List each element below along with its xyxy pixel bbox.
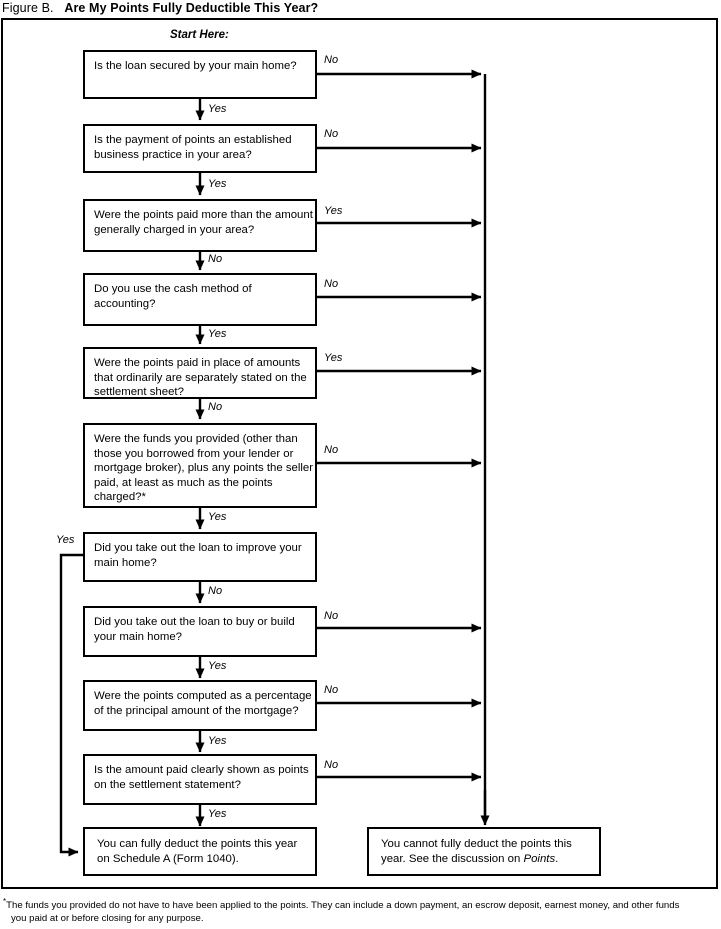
edge-label-q1-yes: Yes (208, 103, 227, 115)
decision-node-funds-provided[interactable]: Were the funds you provided (other than … (83, 423, 317, 508)
node-text: Is the payment of points an established … (94, 134, 292, 161)
figure-title: Figure B. Are My Points Fully Deductible… (2, 1, 318, 15)
footnote-marker: * (3, 897, 7, 906)
edge-label-q10-no: No (324, 759, 339, 771)
decision-node-cash-method[interactable]: Do you use the cash method of accounting… (83, 273, 317, 326)
edge-label-q7-yes: Yes (56, 534, 75, 546)
outcome-line-2: year. See the discussion on Points. (381, 852, 587, 867)
node-text: Were the points paid more than the amoun… (94, 209, 313, 236)
points-reference: Points (523, 852, 556, 865)
figure-label: Figure B. (2, 1, 54, 15)
edge-label-q10-yes: Yes (208, 808, 227, 820)
decision-node-computed-as-percentage[interactable]: Were the points computed as a percentage… (83, 680, 317, 731)
edge-label-q9-yes: Yes (208, 735, 227, 747)
edge-label-q4-yes: Yes (208, 328, 227, 340)
node-text: Did you take out the loan to improve you… (94, 542, 302, 569)
outcome-line-2-period: . (555, 852, 559, 865)
footnote: *The funds you provided do not have to h… (3, 896, 717, 925)
outcome-node-not-fully-deductible[interactable]: You cannot fully deduct the points this … (367, 827, 601, 876)
edge-label-q3-no: No (208, 253, 223, 265)
decision-node-improve-main-home[interactable]: Did you take out the loan to improve you… (83, 532, 317, 582)
edge-label-q9-no: No (324, 684, 339, 696)
edge-label-q6-yes: Yes (208, 511, 227, 523)
decision-node-buy-or-build-main-home[interactable]: Did you take out the loan to buy or buil… (83, 606, 317, 657)
figure-heading: Are My Points Fully Deductible This Year… (64, 1, 319, 15)
decision-node-amount-shown-as-points[interactable]: Is the amount paid clearly shown as poin… (83, 754, 317, 805)
edge-label-q7-no: No (208, 585, 223, 597)
edge-label-q5-no: No (208, 401, 223, 413)
node-text: Were the points paid in place of amounts… (94, 357, 307, 399)
edge-label-q5-yes: Yes (324, 352, 343, 364)
footnote-line-2: you paid at or before closing for any pu… (11, 912, 204, 924)
edge-label-q2-yes: Yes (208, 178, 227, 190)
outcome-line-1: You can fully deduct the points this yea… (97, 837, 298, 850)
footnote-line-1: The funds you provided do not have to ha… (6, 900, 680, 912)
edge-label-q6-no: No (324, 444, 339, 456)
node-text: Is the amount paid clearly shown as poin… (94, 764, 309, 791)
outcome-line-1: You cannot fully deduct the points this (381, 837, 572, 850)
outcome-line-2-text: year. See the discussion on (381, 852, 524, 865)
decision-node-points-in-place-of-amounts[interactable]: Were the points paid in place of amounts… (83, 347, 317, 399)
decision-node-established-practice[interactable]: Is the payment of points an established … (83, 124, 317, 173)
start-here-label: Start Here: (170, 29, 229, 41)
decision-node-points-more-than-charged[interactable]: Were the points paid more than the amoun… (83, 199, 317, 252)
node-text: Is the loan secured by your main home? (94, 60, 297, 72)
node-text: Were the funds you provided (other than … (94, 433, 314, 504)
edge-label-q1-no: No (324, 54, 339, 66)
decision-node-loan-secured[interactable]: Is the loan secured by your main home? (83, 50, 317, 99)
edge-label-q2-no: No (324, 128, 339, 140)
edge-label-q8-no: No (324, 610, 339, 622)
outcome-node-fully-deductible[interactable]: You can fully deduct the points this yea… (83, 827, 317, 876)
outcome-line-2: on Schedule A (Form 1040). (97, 852, 239, 865)
node-text: Were the points computed as a percentage… (94, 690, 312, 717)
node-text: Did you take out the loan to buy or buil… (94, 616, 295, 643)
edge-label-q3-yes: Yes (324, 205, 343, 217)
edge-label-q8-yes: Yes (208, 660, 227, 672)
node-text: Do you use the cash method of accounting… (94, 283, 252, 310)
edge-label-q4-no: No (324, 278, 339, 290)
